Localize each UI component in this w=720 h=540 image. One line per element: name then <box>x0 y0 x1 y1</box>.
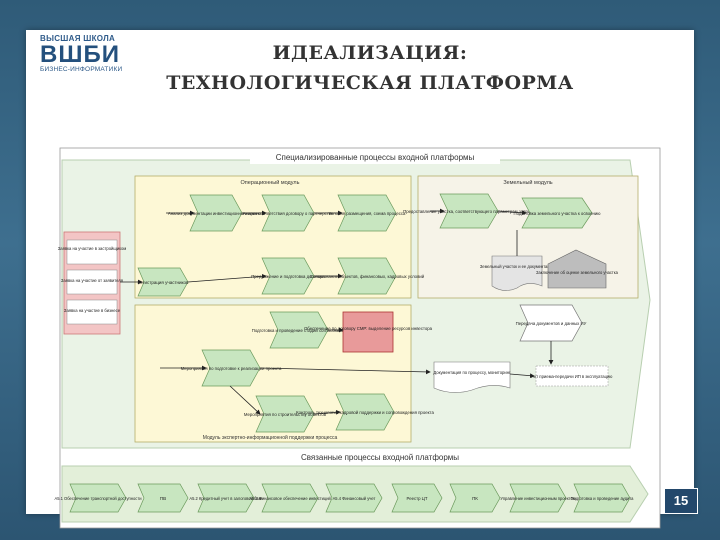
land-node-1 <box>439 193 499 229</box>
related-node-9-text: Подготовка и проведение аудита <box>571 496 634 501</box>
related-node-1 <box>69 483 127 513</box>
related-chevrons: А5.1 Обеспечение транспортной доступност… <box>55 483 634 513</box>
related-node-2-text: ПВ <box>160 496 166 501</box>
lower-doc-1 <box>433 361 511 393</box>
related-node-7-text: ПК <box>472 496 478 501</box>
related-node-6 <box>391 483 443 513</box>
ops-node-3 <box>337 194 397 232</box>
land-doc-1 <box>491 255 543 291</box>
ops-node-4-text: Предложение и подготовка договора <box>251 274 325 279</box>
application-item-2-text: Заявка на участие от заявителя <box>61 278 123 283</box>
ops-node-5-text: Согласование объектов, финансовых, кадро… <box>310 274 425 279</box>
ops-node-3-text: Условия размещения, схема процесса <box>329 211 407 216</box>
lower-node-1-text: Мероприятия по подготовке к реализации п… <box>181 366 282 371</box>
application-item-1 <box>66 239 118 265</box>
related-node-1-text: А5.1 Обеспечение транспортной доступност… <box>55 496 142 501</box>
logo-line2: ВШБИ <box>40 41 120 68</box>
related-node-4-text: А5.3 Финансовое обеспечение инвестиций <box>249 496 331 501</box>
related-node-4 <box>261 483 319 513</box>
title-line1: ИДЕАЛИЗАЦИЯ: <box>272 42 468 64</box>
land-node-2 <box>521 197 593 229</box>
support-panel-footer: Модуль экспертно-информационной поддержк… <box>203 434 338 441</box>
lower-node-3-text: Контроль технологии кадровой поддержки и… <box>296 410 434 415</box>
related-node-5-text: А5.4 Финансовый учет <box>333 496 376 501</box>
lower-acceptance-box <box>535 365 609 387</box>
registration-node <box>137 267 189 297</box>
land-panel-title: Земельный модуль <box>503 179 552 186</box>
middle-node-1 <box>269 311 329 349</box>
bottom-banner-text: Связанные процессы входной платформы <box>301 453 459 462</box>
application-item-3 <box>66 299 118 325</box>
ops-panel-title: Операционный модуль <box>241 179 300 186</box>
red-obligation-text: Обеспечение по договору СМР: выделение р… <box>304 326 433 331</box>
land-node-2-text: Подготовка земельного участка к освоению <box>514 211 602 216</box>
right-transfer-text: Передача документов и данных ИУ <box>516 321 587 326</box>
lower-node-2 <box>255 395 315 433</box>
red-obligation-box <box>342 311 394 353</box>
lower-node-1 <box>201 349 261 387</box>
related-node-2 <box>137 483 189 513</box>
middle-node-1-text: Подготовка и проведение стадии согласова… <box>252 328 347 333</box>
registration-node-text: Регистрация участников <box>138 280 189 285</box>
application-item-3-text: Заявка на участие в бизнесе <box>64 308 121 313</box>
related-node-8 <box>509 483 567 513</box>
page-number-badge: 15 <box>664 488 698 514</box>
land-doc-2 <box>547 249 607 289</box>
ops-node-2-text: Анализ соответствия договору о партнерст… <box>243 211 334 216</box>
top-banner-box <box>250 150 500 164</box>
land-doc-1-text: Земельный участок и ее документация <box>480 264 554 269</box>
land-node-1-text: Предоставление участка, соответствующего… <box>403 209 535 214</box>
slide-title: ИДЕАЛИЗАЦИЯ: ТЕХНОЛОГИЧЕСКАЯ ПЛАТФОРМА <box>130 38 610 98</box>
ops-node-5 <box>337 257 397 295</box>
ops-node-1-text: Анализ документации инвестиционного прое… <box>168 211 265 216</box>
logo-line3: БИЗНЕС-ИНФОРМАТИКИ <box>40 66 123 73</box>
top-banner-text: Специализированные процессы входной плат… <box>276 153 475 162</box>
related-node-3 <box>197 483 255 513</box>
title-line2: ТЕХНОЛОГИЧЕСКАЯ ПЛАТФОРМА <box>166 72 574 94</box>
related-node-9 <box>573 483 631 513</box>
ops-node-1 <box>189 194 243 232</box>
related-node-8-text: Управление инвестиционным проектом <box>500 496 575 501</box>
land-doc-2-text: Заключение об оценке земельного участка <box>536 270 619 275</box>
ops-node-4 <box>261 257 315 295</box>
lower-doc-1-text: Документация по процессу, мониторинг <box>433 370 511 375</box>
related-node-5 <box>325 483 383 513</box>
school-logo: ВЫСШАЯ ШКОЛА ВШБИ БИЗНЕС-ИНФОРМАТИКИ <box>40 30 130 76</box>
connectors <box>120 208 554 415</box>
logo-line1: ВЫСШАЯ ШКОЛА <box>40 34 116 43</box>
ops-node-2 <box>261 194 315 232</box>
application-item-1-text: Заявка на участие в застройщиком <box>58 246 127 251</box>
lower-acceptance-text: Акт приема-передачи ИП в эксплуатацию <box>532 374 613 379</box>
related-node-7 <box>449 483 501 513</box>
application-item-2 <box>66 269 118 295</box>
lower-node-2-text: Мероприятия по строительству объектов <box>244 412 327 417</box>
related-node-6-text: Реестр ЦТ <box>407 496 428 501</box>
right-transfer-node <box>519 304 583 342</box>
lower-node-3 <box>335 393 395 431</box>
related-node-3-text: А5.2 Кредитный учет в залоговой базе <box>189 496 263 501</box>
